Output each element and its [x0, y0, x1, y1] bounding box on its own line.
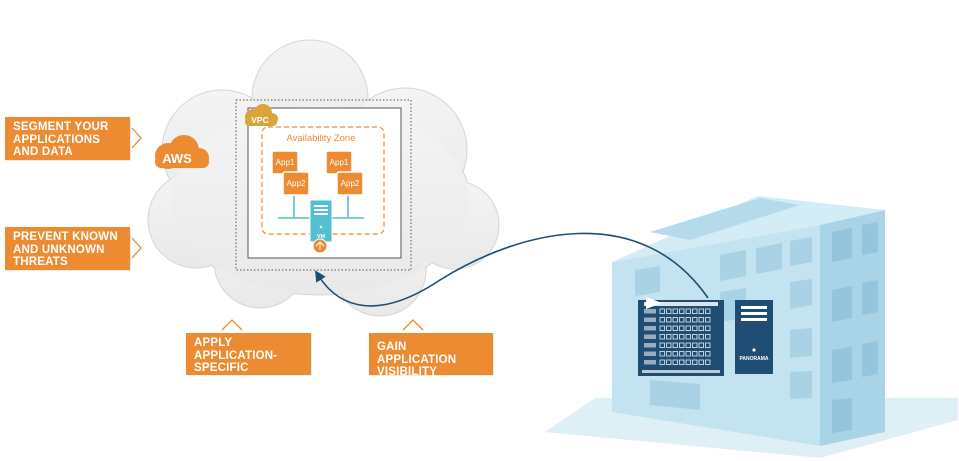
app-label: App2 — [341, 179, 360, 188]
firewall-appliance-icon — [638, 297, 724, 376]
availability-zone-label: Availability Zone — [286, 133, 355, 144]
aws-label: AWS — [162, 151, 192, 166]
firewall-port — [685, 308, 691, 314]
callout-gain-visibility: GAIN APPLICATION VISIBILITY — [369, 333, 493, 378]
firewall-port — [666, 359, 672, 365]
firewall-port — [672, 317, 678, 323]
callout-line: AND DATA — [13, 146, 73, 158]
firewall-port — [698, 334, 704, 340]
callout-line: PREVENT KNOWN — [13, 231, 118, 243]
firewall-port — [659, 325, 665, 331]
vpc-label: VPC — [251, 115, 268, 125]
firewall-port — [692, 334, 698, 340]
firewall-port — [659, 359, 665, 365]
firewall-port — [698, 317, 704, 323]
aws-cloud-icon: AWS — [155, 135, 209, 169]
vpc-badge-icon: VPC — [245, 104, 278, 126]
firewall-port — [679, 325, 685, 331]
callout-line: APPLICATIONS — [13, 133, 101, 146]
firewall-port — [679, 334, 685, 340]
callout-apply-policies: APPLY APPLICATION- SPECIFIC FIREWALL POL… — [186, 333, 311, 399]
firewall-port — [679, 317, 685, 323]
callout-line: POLICIES — [194, 387, 250, 399]
firewall-port — [698, 325, 704, 331]
firewall-port — [705, 334, 711, 340]
firewall-port — [692, 359, 698, 365]
app-label: App1 — [276, 158, 295, 167]
firewall-port — [672, 359, 678, 365]
vm-firewall-icon: VM — [309, 199, 333, 254]
firewall-slot — [644, 317, 656, 322]
callout-line: VISIBILITY — [377, 366, 438, 378]
app-group-right: App1 App2 — [325, 150, 364, 196]
callout-line: SEGMENT YOUR — [13, 121, 109, 133]
firewall-port — [679, 359, 685, 365]
firewall-port — [698, 359, 704, 365]
firewall-port — [672, 334, 678, 340]
app-group-left: App1 App2 — [271, 150, 310, 196]
firewall-port — [705, 317, 711, 323]
firewall-port — [659, 342, 665, 348]
firewall-port — [672, 351, 678, 357]
firewall-port — [698, 351, 704, 357]
firewall-port — [666, 334, 672, 340]
firewall-port — [705, 308, 711, 314]
firewall-slot — [644, 360, 656, 365]
firewall-port — [685, 334, 691, 340]
vpc-dotted-boundary — [235, 99, 412, 271]
app-label: App1 — [330, 158, 349, 167]
firewall-slot — [644, 326, 656, 331]
firewall-port — [705, 359, 711, 365]
callout-line: AND UNKNOWN — [13, 243, 105, 256]
firewall-port — [705, 351, 711, 357]
visibility-connector — [315, 232, 709, 307]
firewall-slot — [644, 351, 656, 356]
firewall-port — [659, 334, 665, 340]
firewall-slot — [644, 334, 656, 339]
callout-segment-applications: SEGMENT YOUR APPLICATIONS AND DATA — [5, 117, 130, 160]
firewall-port — [685, 351, 691, 357]
firewall-port — [672, 308, 678, 314]
firewall-port — [666, 308, 672, 314]
firewall-port — [705, 325, 711, 331]
firewall-port — [679, 308, 685, 314]
firewall-port — [685, 317, 691, 323]
firewall-port — [698, 308, 704, 314]
callout-line: THREATS — [13, 256, 68, 268]
firewall-port — [659, 351, 665, 357]
firewall-port — [692, 325, 698, 331]
firewall-port — [698, 342, 704, 348]
firewall-port — [679, 351, 685, 357]
firewall-port — [659, 308, 665, 314]
vm-label: VM — [317, 234, 326, 240]
callout-prevent-threats: PREVENT KNOWN AND UNKNOWN THREATS — [5, 227, 130, 270]
firewall-port — [685, 359, 691, 365]
firewall-port — [666, 317, 672, 323]
firewall-slot — [644, 343, 656, 348]
callout-line: GAIN APPLICATION — [377, 341, 457, 366]
panorama-label: PANORAMA — [739, 356, 768, 362]
firewall-port — [666, 325, 672, 331]
firewall-port — [692, 308, 698, 314]
firewall-port — [705, 342, 711, 348]
callout-line: SPECIFIC FIREWALL — [194, 362, 255, 387]
app-label: App2 — [287, 179, 306, 188]
firewall-port — [672, 325, 678, 331]
firewall-port — [679, 342, 685, 348]
firewall-port — [692, 351, 698, 357]
firewall-port — [666, 351, 672, 357]
firewall-port — [692, 342, 698, 348]
firewall-port — [659, 317, 665, 323]
firewall-port — [666, 342, 672, 348]
firewall-port — [685, 342, 691, 348]
firewall-port — [672, 342, 678, 348]
panorama-server-icon: PANORAMA — [735, 300, 773, 374]
callout-line: APPLY APPLICATION- — [194, 337, 278, 362]
firewall-port — [685, 325, 691, 331]
firewall-port — [692, 317, 698, 323]
firewall-slot — [644, 309, 656, 314]
callout-pointers — [131, 127, 424, 331]
